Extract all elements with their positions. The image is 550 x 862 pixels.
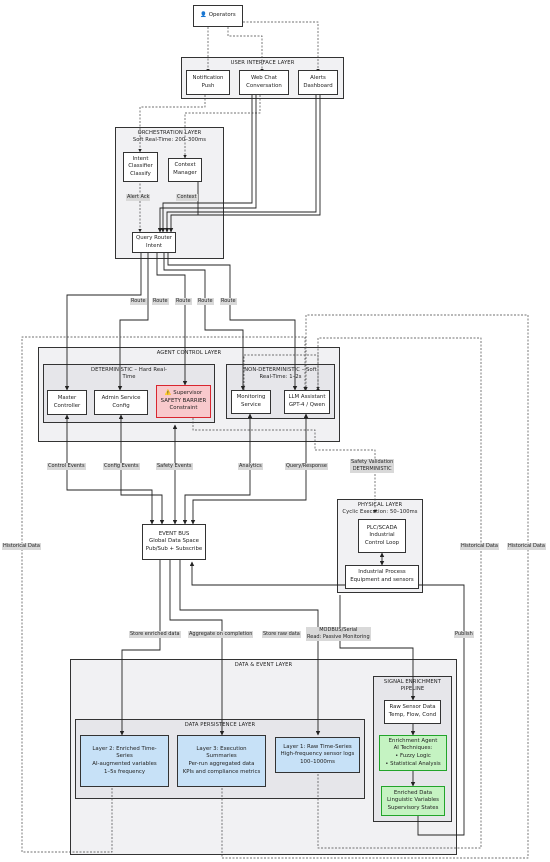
nondeterministic-group-title: NON-DETERMINISTIC – Soft Real-Time: 1–2s — [244, 367, 317, 380]
edge-llm-eventbus — [190, 413, 309, 525]
orchestration-layer-title: ORCHESTRATION LAYER Soft Real-Time: 200–… — [132, 130, 207, 143]
data-persistence-layer-title: DATA PERSISTENCE LAYER — [184, 722, 256, 728]
edge-label-modbus: MODBUS/Serial Read: Passive Monitoring — [306, 627, 371, 641]
alerts-dashboard-node[interactable]: Alerts Dashboard — [298, 70, 338, 95]
edge-label-control-events: Control Events — [47, 463, 86, 470]
query-router-node[interactable]: Query Router Intent — [132, 232, 176, 253]
data-event-layer-title: DATA & EVENT LAYER — [234, 662, 293, 668]
edge-label-aggregate: Aggregate on completion — [188, 631, 254, 638]
edge-router-admin — [117, 253, 149, 391]
user-interface-layer-title: USER INTERFACE LAYER — [230, 60, 295, 66]
raw-sensor-data-node[interactable]: Raw Sensor Data Temp, Flow, Cond — [384, 700, 441, 724]
intent-classifier-node[interactable]: Intent Classifier Classify — [123, 152, 158, 182]
edge-label-query-response: Query/Response — [285, 463, 328, 470]
edge-admin-eventbus — [118, 414, 165, 525]
edge-alerts-router-2 — [164, 95, 317, 233]
edge-historical-right2 — [221, 314, 529, 859]
edge-label-route-3: Route — [175, 298, 192, 305]
edge-label-route-1: Route — [130, 298, 147, 305]
edge-historical-right1 — [316, 337, 482, 849]
master-controller-node[interactable]: Master Controller — [47, 390, 87, 415]
edge-alerts-router-1 — [168, 95, 321, 233]
edge-router-master — [64, 253, 142, 391]
edge-supervisor-safety-validation — [192, 418, 377, 514]
edge-historical-left — [21, 336, 307, 853]
notification-push-node[interactable]: Notification Push — [186, 70, 230, 95]
plc-scada-node[interactable]: PLC/SCADA Industrial Control Loop — [358, 519, 406, 553]
edge-eventbus-layer1 — [179, 560, 321, 736]
context-manager-node[interactable]: Context Manager — [168, 158, 202, 182]
edge-router-llm — [167, 253, 298, 391]
edge-label-analytics: Analytics — [238, 463, 263, 470]
edge-label-config-events: Config Events — [103, 463, 140, 470]
edge-label-safety-validation: Safety Validation DETERMINISTIC — [350, 459, 395, 473]
edge-operators-webchat — [227, 27, 264, 73]
edge-label-alert-ack: Alert Ack — [126, 194, 151, 201]
edge-label-route-2: Route — [152, 298, 169, 305]
edge-enriched-eventbus — [189, 561, 465, 836]
admin-service-node[interactable]: Admin Service Config — [94, 390, 148, 415]
operators-node[interactable]: 👤 Operators — [193, 5, 243, 27]
edge-label-publish: Publish — [454, 631, 474, 638]
edge-monitoring-llm — [243, 354, 320, 391]
layer2-enriched-timeseries-node[interactable]: Layer 2: Enriched Time- Series AI-augmen… — [80, 735, 169, 787]
edge-router-supervisor — [156, 253, 188, 386]
edge-label-store-raw: Store raw data — [262, 631, 301, 638]
edge-webchat-router-1 — [160, 95, 253, 233]
monitoring-service-node[interactable]: Monitoring Service — [231, 390, 271, 414]
edge-eventbus-layer3 — [169, 560, 225, 736]
edge-label-historical-data-right2: Historical Data — [507, 543, 546, 550]
agent-control-layer-title: AGENT CONTROL LAYER — [156, 350, 222, 356]
edge-notification-classifier — [138, 95, 206, 153]
edge-process-rawsensor — [339, 595, 416, 701]
event-bus-node[interactable]: EVENT BUS Global Data Space Pub/Sub + Su… — [142, 524, 206, 560]
supervisor-safety-barrier-node[interactable]: ⚠️ Supervisor SAFETY BARRIER Constraint — [156, 385, 211, 418]
enrichment-agent-node[interactable]: Enrichment Agent AI Techniques: • Fuzzy … — [379, 735, 447, 771]
edge-label-store-enriched: Store enriched data — [129, 631, 181, 638]
edge-label-route-5: Route — [220, 298, 237, 305]
edge-label-historical-data-right1: Historical Data — [460, 543, 499, 550]
edge-router-monitoring — [163, 253, 246, 391]
edge-label-context: Context — [176, 194, 198, 201]
signal-enrichment-pipeline-title: SIGNAL ENRICHMENT PIPELINE — [383, 679, 442, 692]
edge-webchat-context — [183, 95, 261, 159]
enriched-data-node[interactable]: Enriched Data Linguistic Variables Super… — [381, 786, 445, 816]
deterministic-group-title: DETERMINISTIC – Hard Real- Time — [91, 367, 167, 380]
llm-assistant-node[interactable]: LLM Assistant GPT-4 / Qwen — [284, 390, 330, 414]
industrial-process-node[interactable]: Industrial Process Equipment and sensors — [345, 565, 419, 589]
edge-label-safety-events: Safety Events — [156, 463, 193, 470]
layer1-raw-timeseries-node[interactable]: Layer 1: Raw Time-Series High-frequency … — [275, 737, 360, 773]
physical-layer-title: PHYSICAL LAYER Cyclic Execution: 50–100m… — [342, 502, 418, 515]
web-chat-node[interactable]: Web Chat Conversation — [239, 70, 289, 95]
edge-operators-alerts — [236, 21, 320, 73]
edge-eventbus-layer2 — [119, 560, 161, 736]
edge-webchat-router-2 — [157, 95, 257, 233]
edge-label-historical-data-left: Historical Data — [2, 543, 41, 550]
edge-label-route-4: Route — [197, 298, 214, 305]
layer3-execution-summaries-node[interactable]: Layer 3: Execution Summaries Per-run agg… — [177, 735, 266, 787]
